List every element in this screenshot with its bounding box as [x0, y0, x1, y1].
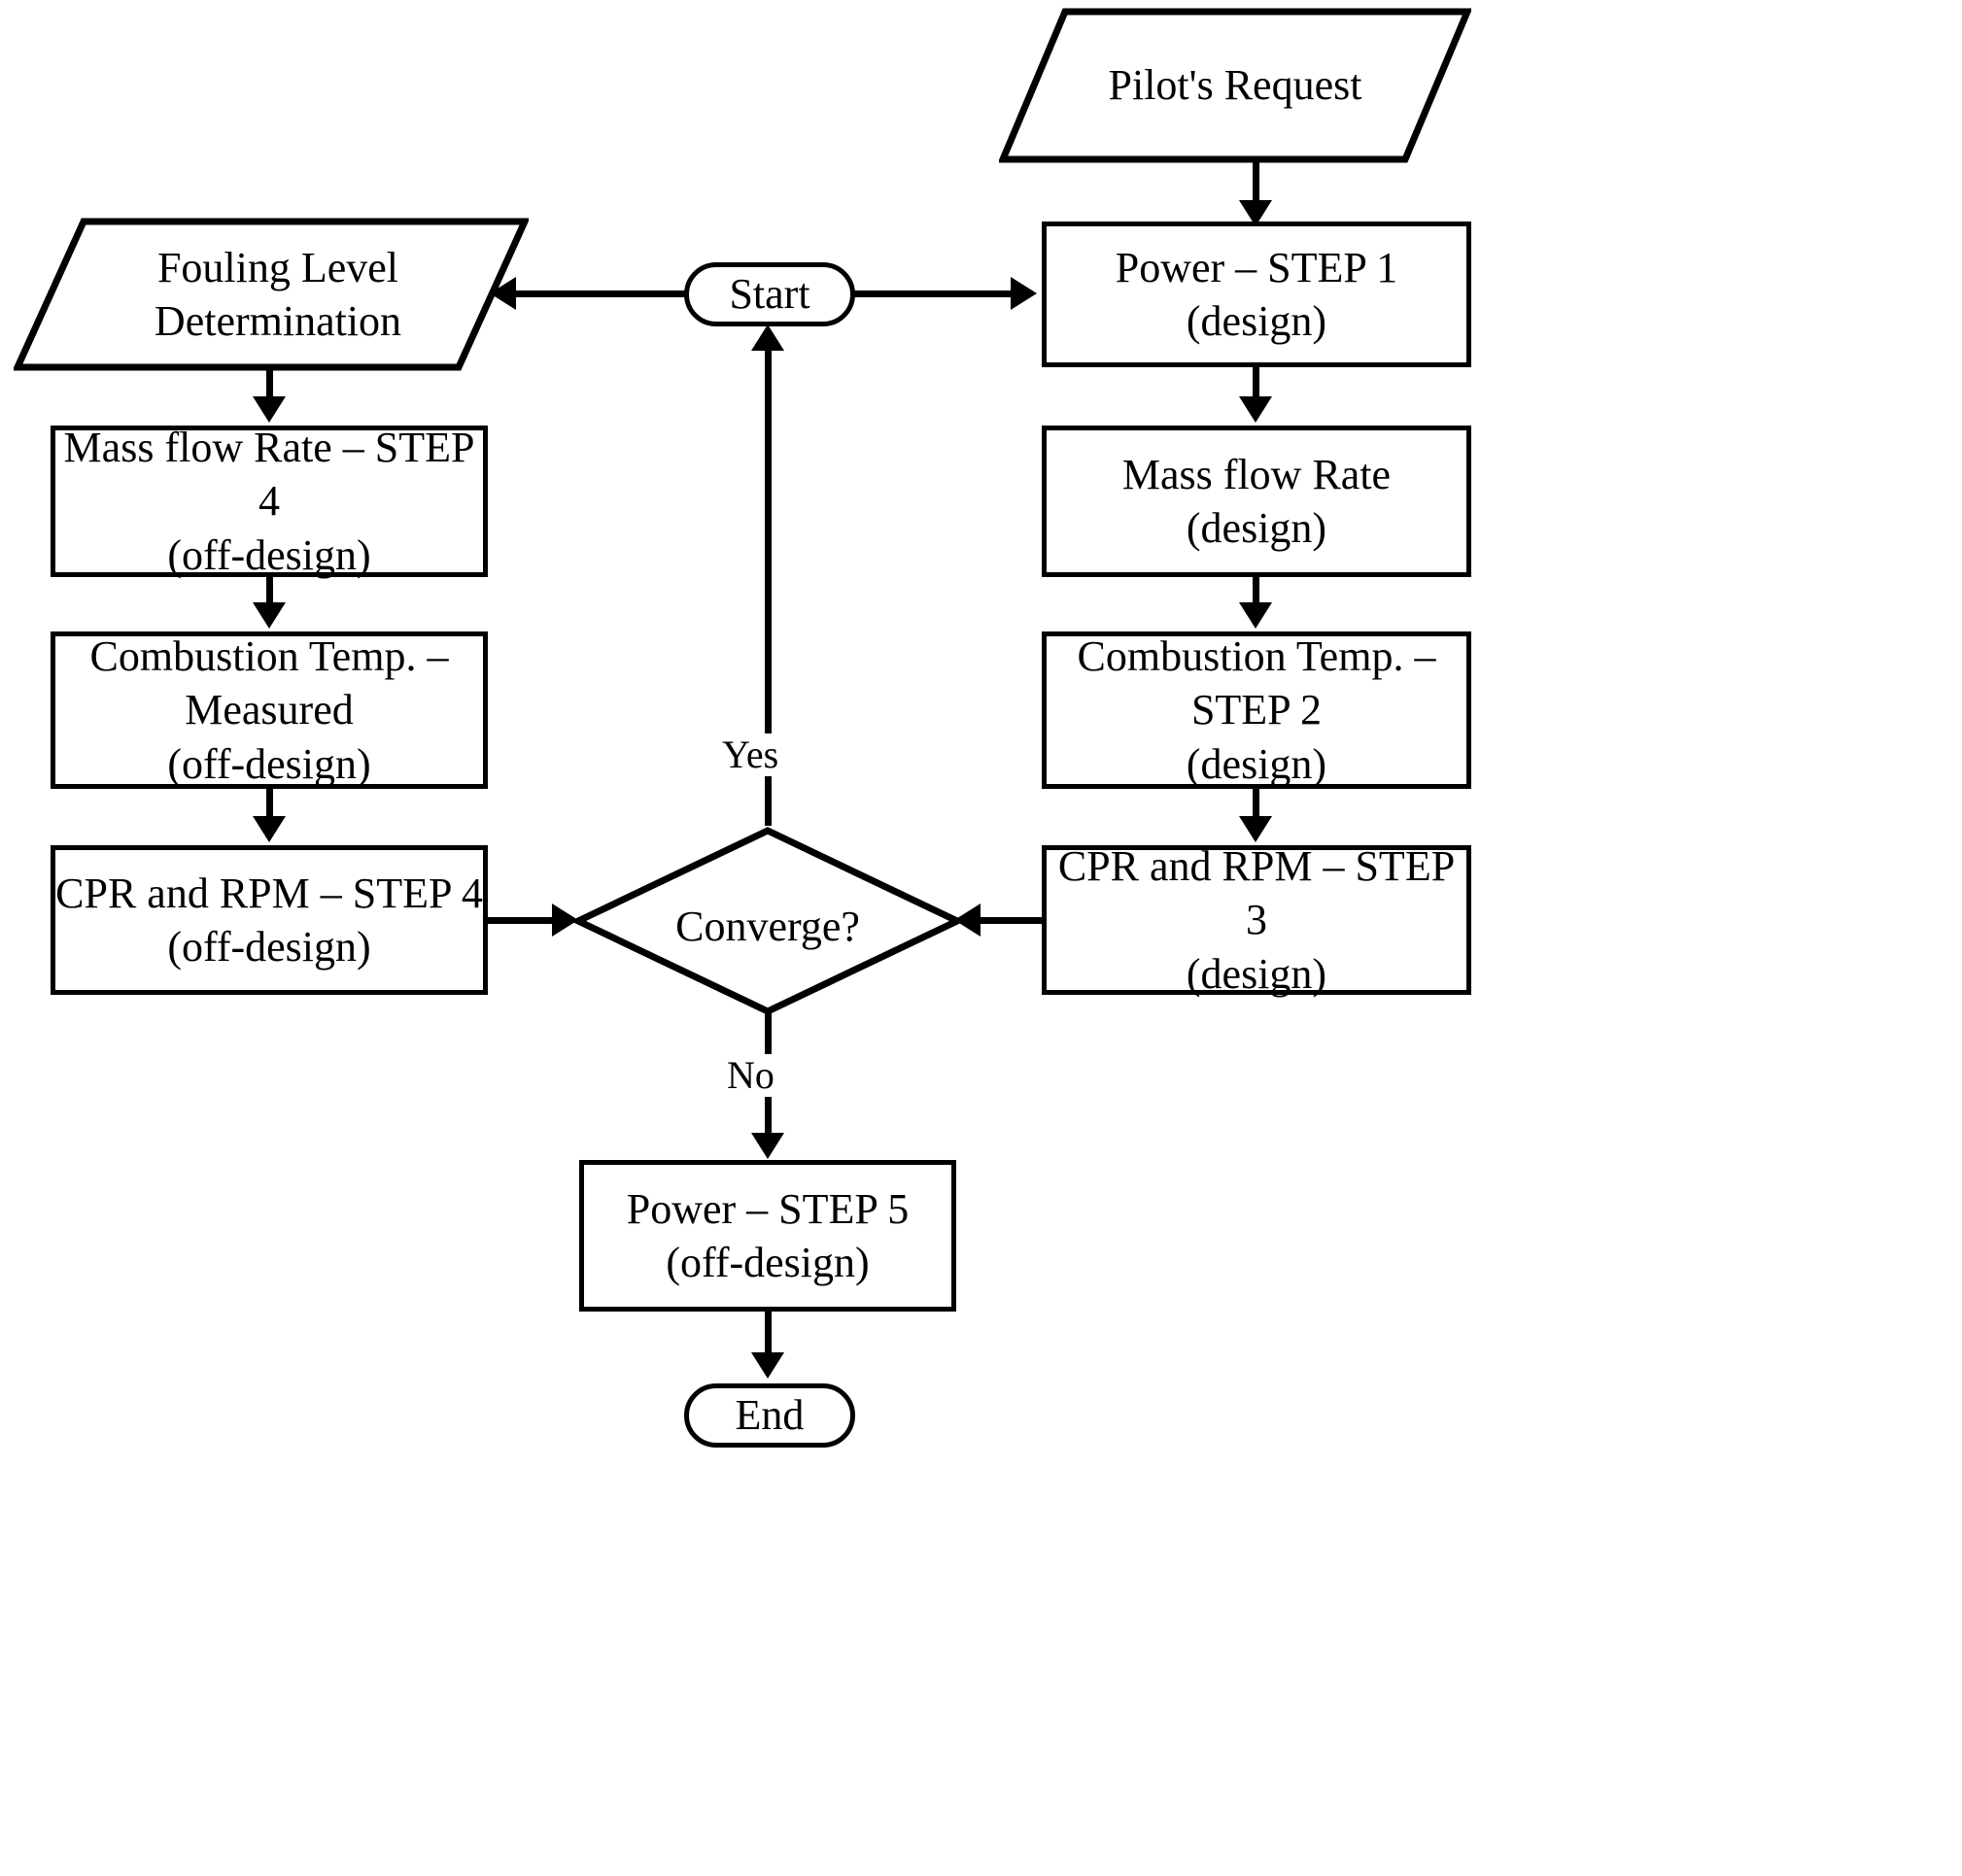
- node-label: Power – STEP 5 (off-design): [626, 1184, 910, 1286]
- node-label: Start: [729, 270, 810, 319]
- node-label: Combustion Temp. – STEP 2 (design): [1077, 631, 1436, 788]
- parallelogram-shape: [999, 8, 1471, 163]
- edge-label-yes: Yes: [716, 733, 785, 776]
- node-combustion-temp-step-2[interactable]: Combustion Temp. – STEP 2 (design): [1042, 631, 1471, 789]
- arrowhead-right: [1011, 277, 1037, 310]
- arrowhead-left: [490, 277, 516, 310]
- node-label: Fouling Level Determination: [154, 243, 402, 345]
- node-label: Mass flow Rate – STEP 4 (off-design): [63, 423, 475, 579]
- arrowhead-up: [751, 324, 784, 351]
- edge-power-step-1-to-mass-flow-rate-design: [1253, 365, 1259, 402]
- arrowhead-down: [253, 396, 286, 423]
- node-power-step-5[interactable]: Power – STEP 5 (off-design): [579, 1160, 956, 1312]
- parallelogram-shape: [14, 218, 529, 371]
- arrowhead-left: [954, 904, 981, 937]
- node-fouling-level-determination[interactable]: Fouling Level Determination: [14, 218, 529, 371]
- node-cpr-rpm-step-3[interactable]: CPR and RPM – STEP 3 (design): [1042, 842, 1471, 998]
- node-label: Combustion Temp. – Measured (off-design): [89, 631, 449, 788]
- arrowhead-down: [751, 1352, 784, 1379]
- node-label: CPR and RPM – STEP 4 (off-design): [55, 869, 483, 971]
- node-label: Converge?: [675, 903, 860, 951]
- node-label: End: [735, 1391, 805, 1440]
- edge-combustion-temp-measured-to-cpr-rpm-step-4: [266, 787, 273, 820]
- arrowhead-down: [1239, 396, 1272, 423]
- edge-start-to-power-step-1: [853, 290, 1014, 297]
- arrowhead-right: [552, 904, 578, 937]
- edge-mass-flow-rate-design-to-combustion-temp-step-2: [1253, 575, 1259, 610]
- edge-cpr-rpm-step-4-to-converge: [486, 917, 556, 924]
- node-combustion-temp-measured[interactable]: Combustion Temp. – Measured (off-design): [51, 631, 488, 789]
- node-label: Power – STEP 1 (design): [1115, 243, 1398, 345]
- node-mass-flow-rate-design[interactable]: Mass flow Rate (design): [1042, 426, 1471, 577]
- node-end[interactable]: End: [684, 1383, 855, 1448]
- arrowhead-down: [253, 816, 286, 842]
- node-label: Mass flow Rate (design): [1121, 450, 1392, 552]
- edge-label-no: No: [721, 1054, 780, 1097]
- node-label: CPR and RPM – STEP 3 (design): [1057, 841, 1456, 998]
- edge-pilots-request-to-power-step-1: [1253, 159, 1259, 206]
- edge-mass-flow-rate-step-4-to-combustion-temp-measured: [266, 575, 273, 610]
- edge-fouling-level-to-mass-flow-rate-step-4: [266, 367, 273, 402]
- node-power-step-1[interactable]: Power – STEP 1 (design): [1042, 222, 1471, 367]
- node-pilots-request[interactable]: Pilot's Request: [999, 8, 1471, 163]
- arrowhead-down: [751, 1133, 784, 1159]
- arrowhead-down: [253, 602, 286, 629]
- edge-combustion-temp-step-2-to-cpr-rpm-step-3: [1253, 787, 1259, 820]
- arrowhead-down: [1239, 816, 1272, 842]
- edge-converge-yes-to-start: [765, 350, 772, 826]
- edge-cpr-rpm-step-3-to-converge: [980, 917, 1046, 924]
- edge-start-to-fouling-level: [515, 290, 686, 297]
- node-converge-decision[interactable]: Converge?: [573, 826, 962, 1016]
- arrowhead-down: [1239, 200, 1272, 226]
- node-label: Pilot's Request: [1108, 61, 1362, 110]
- node-cpr-rpm-step-4[interactable]: CPR and RPM – STEP 4 (off-design): [51, 845, 488, 995]
- node-start[interactable]: Start: [684, 262, 855, 326]
- edge-power-step-5-to-end: [765, 1310, 772, 1356]
- node-mass-flow-rate-step-4[interactable]: Mass flow Rate – STEP 4 (off-design): [51, 424, 488, 579]
- arrowhead-down: [1239, 602, 1272, 629]
